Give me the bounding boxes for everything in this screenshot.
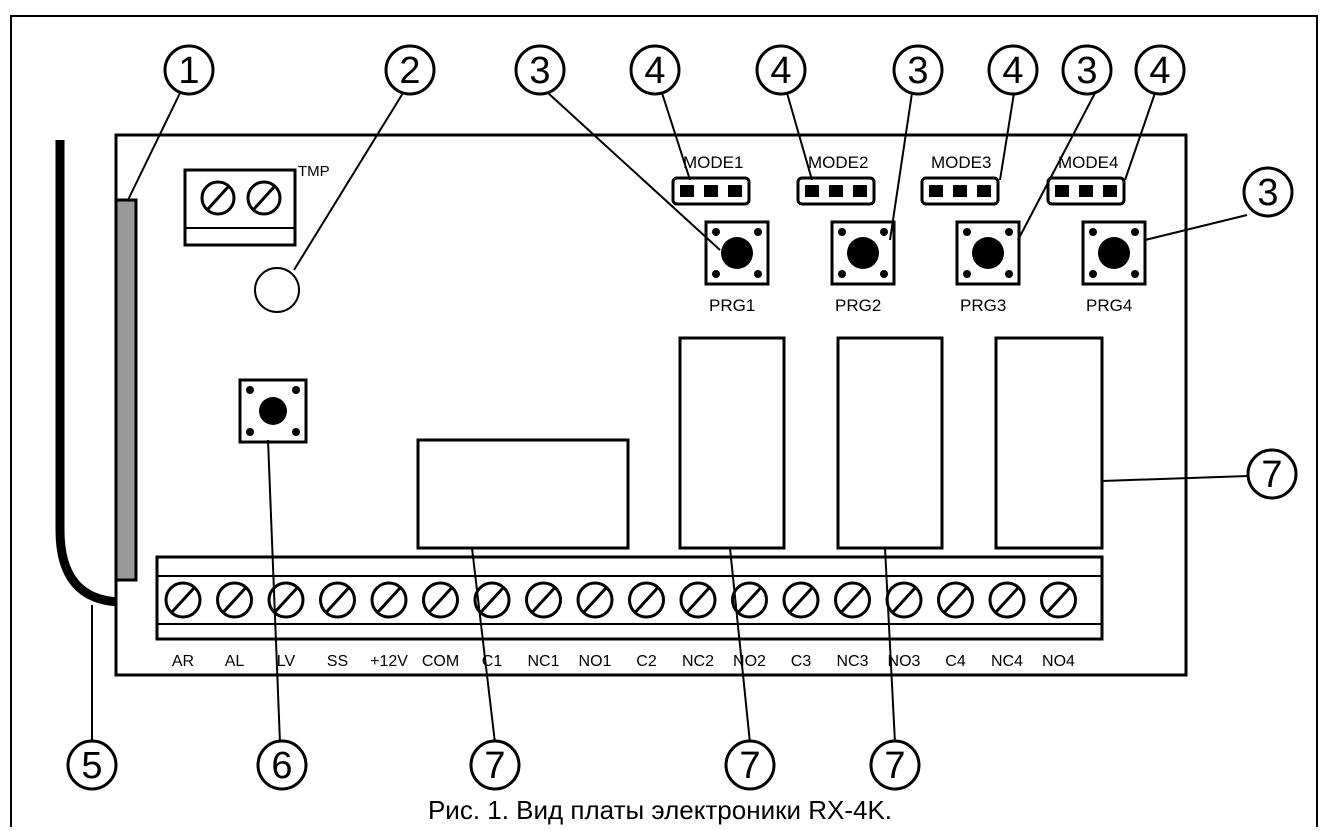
terminal-label: C2 bbox=[636, 653, 657, 670]
relay-4 bbox=[994, 336, 1104, 550]
svg-text:5: 5 bbox=[81, 745, 102, 787]
callout-7-relay2: 7 bbox=[724, 739, 776, 791]
relay-1 bbox=[416, 438, 630, 550]
terminal-label: COM bbox=[422, 653, 459, 670]
callout-4-mode1: 4 bbox=[629, 44, 681, 96]
terminal-labels: AR AL LV SS +12V COM C1 NC1 NO1 C2 NC2 NO2 C3 NC3 NO3 C… bbox=[172, 653, 1075, 670]
relay-2 bbox=[678, 336, 786, 550]
terminal-label: NO4 bbox=[1042, 653, 1075, 670]
callout-7-relay4: 7 bbox=[1246, 448, 1298, 500]
terminal-label: C1 bbox=[482, 653, 503, 670]
leader-lines bbox=[91, 92, 1249, 744]
led-indicator bbox=[254, 267, 300, 313]
callout-5: 5 bbox=[66, 739, 118, 791]
prg2-label: PRG2 bbox=[835, 296, 881, 315]
antenna-wire bbox=[55, 140, 121, 607]
antenna-strip bbox=[114, 198, 138, 582]
terminal-label: SS bbox=[327, 653, 348, 670]
terminal-screw-slot bbox=[428, 586, 453, 614]
terminal-label: AL bbox=[225, 653, 245, 670]
terminal-label: C3 bbox=[791, 653, 812, 670]
tamper-label: TMP bbox=[298, 163, 330, 180]
tamper-terminal-block bbox=[183, 168, 297, 247]
svg-text:4: 4 bbox=[1002, 50, 1023, 92]
mode1-label: MODE1 bbox=[683, 153, 743, 172]
prg3-button bbox=[955, 220, 1021, 286]
terminal-screw-slot bbox=[273, 586, 299, 614]
callout-4-mode3: 4 bbox=[987, 44, 1039, 96]
svg-text:7: 7 bbox=[1261, 454, 1282, 496]
callout-4-mode4: 4 bbox=[1134, 44, 1186, 96]
prg4-button bbox=[1081, 220, 1147, 286]
callout-7-relay3: 7 bbox=[869, 739, 921, 791]
terminal-screw-slot bbox=[788, 586, 814, 614]
callout-4-mode2: 4 bbox=[755, 44, 807, 96]
svg-text:4: 4 bbox=[770, 50, 791, 92]
mode4-label: MODE4 bbox=[1058, 153, 1118, 172]
svg-text:3: 3 bbox=[907, 50, 928, 92]
terminal-screw-slot bbox=[685, 586, 711, 614]
terminal-screw-slot bbox=[737, 586, 762, 614]
terminal-label: +12V bbox=[370, 653, 408, 670]
terminal-label: AR bbox=[172, 653, 194, 670]
svg-text:3: 3 bbox=[529, 50, 550, 92]
callout-3-prg1: 3 bbox=[514, 44, 566, 96]
svg-text:7: 7 bbox=[739, 745, 760, 787]
figure-caption: Рис. 1. Вид платы электроники RX-4K. bbox=[427, 795, 893, 825]
terminal-label: NO1 bbox=[579, 653, 612, 670]
terminal-screw-slot bbox=[170, 586, 196, 614]
relay-3 bbox=[836, 336, 944, 550]
terminal-screw-slot bbox=[891, 586, 917, 614]
prg4-label: PRG4 bbox=[1086, 296, 1132, 315]
svg-text:7: 7 bbox=[884, 745, 905, 787]
callout-3-prg4: 3 bbox=[1242, 166, 1294, 218]
callout-6: 6 bbox=[256, 739, 308, 791]
prg1-button bbox=[704, 220, 770, 286]
terminal-screw-slot bbox=[582, 586, 608, 614]
svg-text:2: 2 bbox=[399, 50, 420, 92]
terminal-label: NC3 bbox=[836, 653, 868, 670]
terminal-label: NC2 bbox=[682, 653, 714, 670]
terminal-screw-slot bbox=[222, 586, 247, 614]
terminal-screw-slot bbox=[325, 586, 350, 614]
terminal-screw-slot bbox=[376, 586, 402, 614]
prg3-label: PRG3 bbox=[960, 296, 1006, 315]
callout-2: 2 bbox=[384, 44, 436, 96]
terminal-screw-slot bbox=[1046, 586, 1071, 614]
terminal-screw-slot bbox=[943, 586, 968, 614]
diagram-frame bbox=[10, 15, 1318, 827]
svg-text:7: 7 bbox=[484, 745, 505, 787]
terminal-label: NC4 bbox=[991, 653, 1023, 670]
terminal-screw-slot bbox=[634, 586, 659, 614]
terminal-screw-slot bbox=[479, 586, 505, 614]
svg-text:4: 4 bbox=[1149, 50, 1170, 92]
terminal-label: NC1 bbox=[527, 653, 559, 670]
terminal-screws bbox=[164, 581, 1077, 619]
svg-text:1: 1 bbox=[178, 50, 199, 92]
mode3-label: MODE3 bbox=[931, 153, 991, 172]
callout-7-relay1: 7 bbox=[469, 739, 521, 791]
terminal-screw-slot bbox=[531, 586, 556, 614]
callout-3-prg3: 3 bbox=[1061, 44, 1113, 96]
terminal-label: NO3 bbox=[888, 653, 921, 670]
svg-text:3: 3 bbox=[1257, 172, 1278, 214]
svg-text:4: 4 bbox=[644, 50, 665, 92]
terminal-label: C4 bbox=[945, 653, 966, 670]
callout-1: 1 bbox=[163, 44, 215, 96]
svg-text:6: 6 bbox=[271, 745, 292, 787]
prg1-label: PRG1 bbox=[709, 296, 755, 315]
terminal-screw-slot bbox=[994, 586, 1020, 614]
callout-3-prg2: 3 bbox=[892, 44, 944, 96]
svg-text:3: 3 bbox=[1076, 50, 1097, 92]
reset-button bbox=[238, 378, 308, 444]
prg2-button bbox=[830, 220, 896, 286]
terminal-screw-slot bbox=[840, 586, 865, 614]
terminal-label: NO2 bbox=[733, 653, 766, 670]
mode2-label: MODE2 bbox=[808, 153, 868, 172]
terminal-label: LV bbox=[277, 653, 296, 670]
